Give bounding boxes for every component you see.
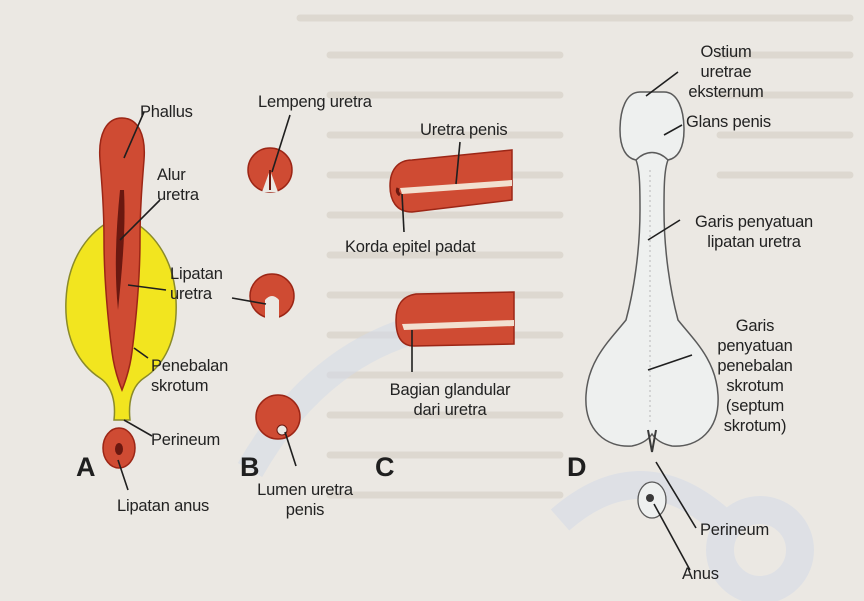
panel-c-drawing [390,142,514,372]
label-garis-penyatuan-penebalan: Garis penyatuan penebalan skrotum (septu… [705,316,805,436]
label-penebalan-skrotum: Penebalan skrotum [151,356,251,396]
label-lipatan-uretra: Lipatan uretra [170,264,230,304]
panel-letter-d: D [567,452,587,483]
label-lumen-uretra-penis: Lumen uretra penis [250,480,360,520]
label-anus: Anus [682,564,719,584]
penis-outline [586,92,718,446]
panel-letter-a: A [76,452,96,483]
label-korda-epitel-padat: Korda epitel padat [345,237,475,257]
panel-letter-b: B [240,452,260,483]
label-bagian-glandular: Bagian glandular dari uretra [375,380,525,420]
label-perineum-a: Perineum [151,430,220,450]
label-phallus: Phallus [140,102,193,122]
label-perineum-d: Perineum [700,520,769,540]
label-garis-penyatuan-lipatan: Garis penyatuan lipatan uretra [684,212,824,252]
label-lempeng-uretra: Lempeng uretra [258,92,372,112]
panel-letter-c: C [375,452,395,483]
panel-b-drawing [232,115,300,466]
label-lipatan-anus: Lipatan anus [117,496,209,516]
label-uretra-penis: Uretra penis [420,120,507,140]
panel-d-drawing [586,72,718,570]
label-ostium-uretrae-eksternum: Ostium uretrae eksternum [676,42,776,102]
label-glans-penis: Glans penis [686,112,771,132]
label-alur-uretra: Alur uretra [157,165,213,205]
